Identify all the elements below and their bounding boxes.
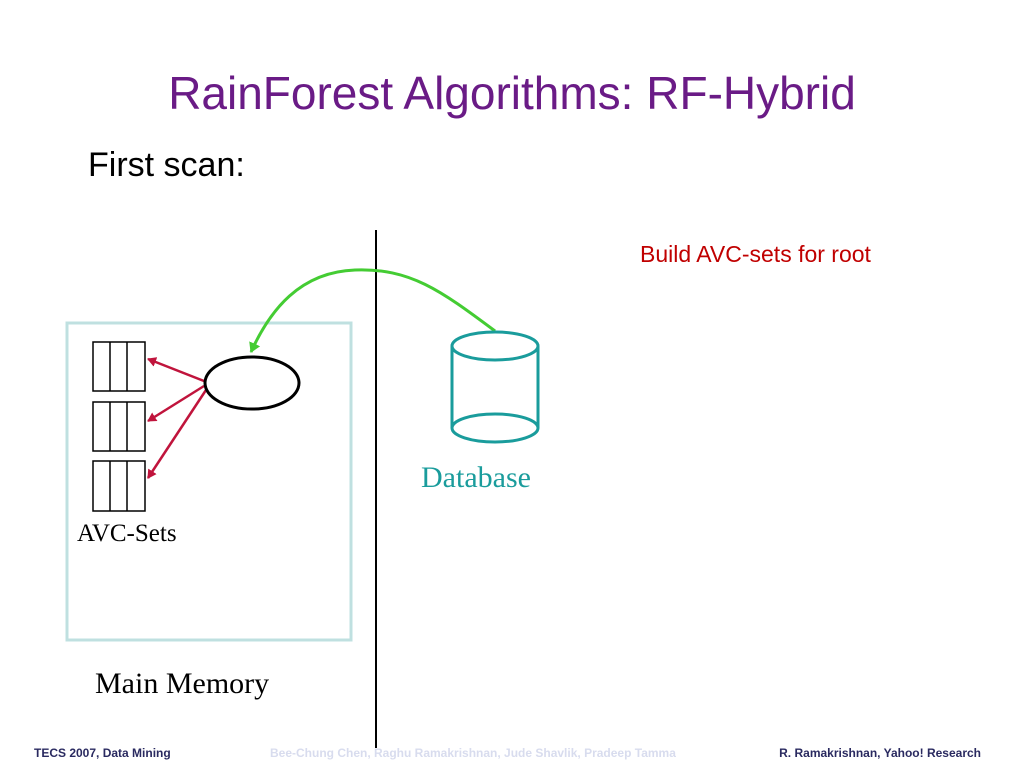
avc-sets-label: AVC-Sets (77, 520, 177, 547)
main-memory-label: Main Memory (95, 667, 270, 700)
database-scan-arrow (249, 268, 496, 353)
database-label: Database (421, 461, 531, 494)
footer-authors: Bee-Chung Chen, Raghu Ramakrishnan, Jude… (270, 746, 676, 760)
root-node (203, 355, 301, 411)
first-scan-heading: First scan: (88, 146, 245, 184)
footer-course: TECS 2007, Data Mining (34, 746, 171, 760)
avc-set-table (92, 341, 146, 392)
root-to-avc-arrow (146, 389, 208, 479)
avc-set-table (92, 460, 146, 512)
build-avc-sets-annotation: Build AVC-sets for root (640, 241, 871, 267)
root-to-avc-arrow (147, 357, 205, 383)
main-memory-box (65, 321, 353, 642)
database-icon (450, 330, 540, 444)
footer-presenter: R. Ramakrishnan, Yahoo! Research (779, 746, 981, 760)
root-to-avc-arrow (147, 384, 205, 423)
slide-title: RainForest Algorithms: RF-Hybrid (168, 67, 856, 119)
avc-set-table (92, 401, 146, 452)
